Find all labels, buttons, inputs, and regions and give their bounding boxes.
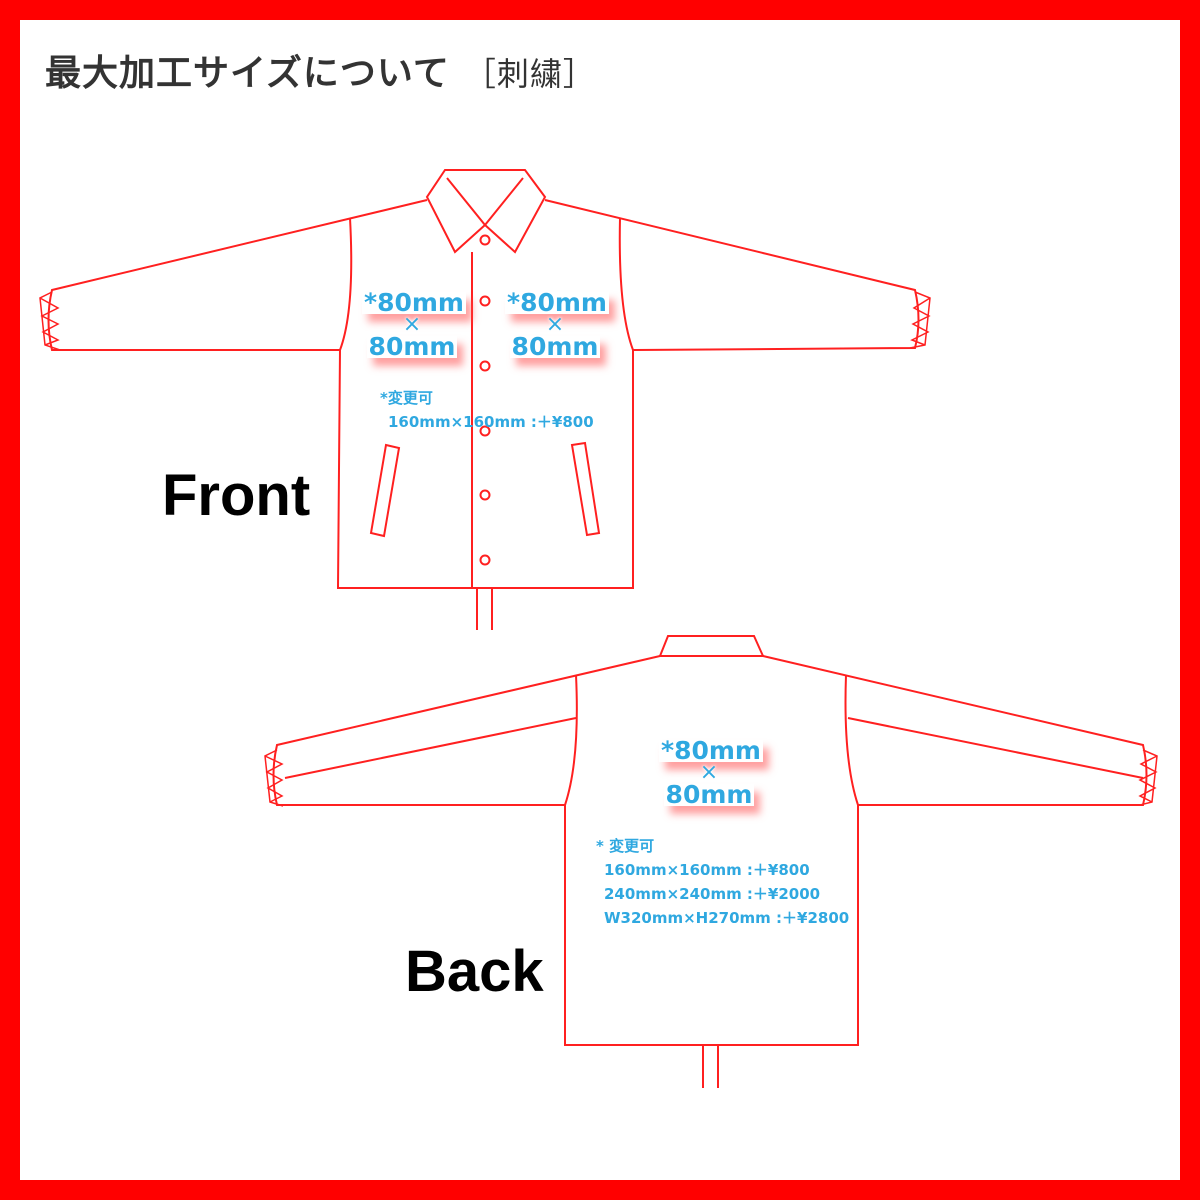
front-left-size: *80mm × 80mm <box>362 290 466 361</box>
title-main: 最大加工サイズについて <box>45 53 450 94</box>
front-jacket <box>39 169 931 630</box>
back-note: * 変更可 160mm×160mm :＋¥800 240mm×240mm :＋¥… <box>596 834 849 930</box>
back-label: Back <box>405 939 544 1004</box>
times-sign: × <box>545 312 565 337</box>
note-option: 160mm×160mm :＋¥800 <box>604 861 810 879</box>
size-width: *80mm <box>362 288 466 317</box>
front-note: *変更可 160mm×160mm :＋¥800 <box>380 386 594 434</box>
note-option: W320mm×H270mm :＋¥2800 <box>604 909 850 927</box>
size-height: 80mm <box>663 780 755 809</box>
size-height: 80mm <box>366 332 458 361</box>
page-title: 最大加工サイズについて ［刺繍］ <box>45 44 596 96</box>
times-sign: × <box>402 312 422 337</box>
note-option: 240mm×240mm :＋¥2000 <box>604 885 821 903</box>
note-heading: *変更可 <box>380 389 433 407</box>
back-size: *80mm × 80mm <box>659 738 763 809</box>
size-height: 80mm <box>509 332 601 361</box>
times-sign: × <box>699 760 719 785</box>
size-width: *80mm <box>659 736 763 765</box>
note-heading: * 変更可 <box>596 837 655 855</box>
front-label: Front <box>162 463 311 528</box>
front-right-size: *80mm × 80mm <box>505 290 609 361</box>
back-jacket <box>264 635 1158 1088</box>
size-width: *80mm <box>505 288 609 317</box>
title-sub: ［刺繍］ <box>463 55 596 93</box>
note-option: 160mm×160mm :＋¥800 <box>388 413 594 431</box>
